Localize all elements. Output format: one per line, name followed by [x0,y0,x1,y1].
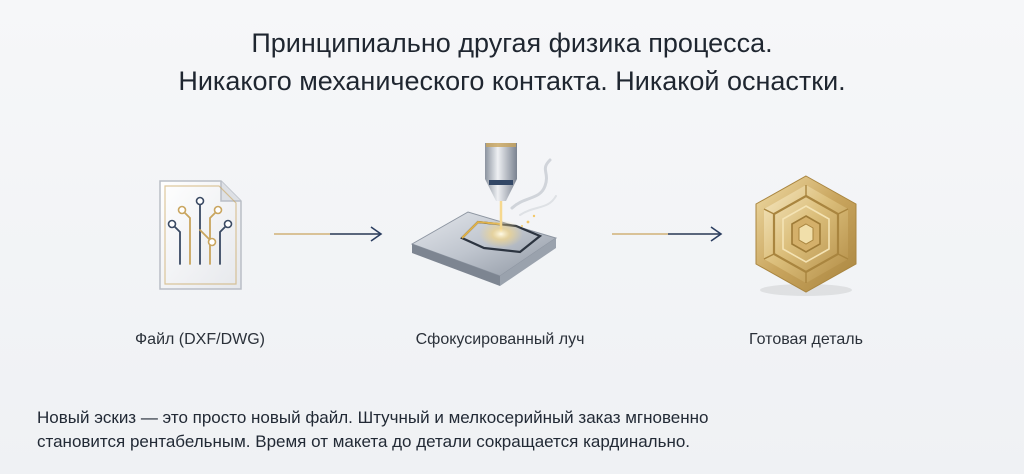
step-label-part: Готовая деталь [749,331,863,348]
step-label-beam: Сфокусированный луч [415,331,585,348]
document-circuit-icon [159,180,242,290]
step-label-file: Файл (DXF/DWG) [135,331,265,348]
arrow-right-icon [612,226,723,242]
description-line-1: Новый эскиз — это просто новый файл. Шту… [37,408,709,427]
heading-line-2: Никакого механического контакта. Никакой… [178,66,846,96]
heading-line-1: Принципиально другая физика процесса. [251,28,773,58]
laser-cutting-icon [410,143,558,286]
description-line-2: становится рентабельным. Время от макета… [37,432,691,451]
gold-hexagon-part-icon [755,175,857,296]
arrow-right-icon [274,226,383,242]
